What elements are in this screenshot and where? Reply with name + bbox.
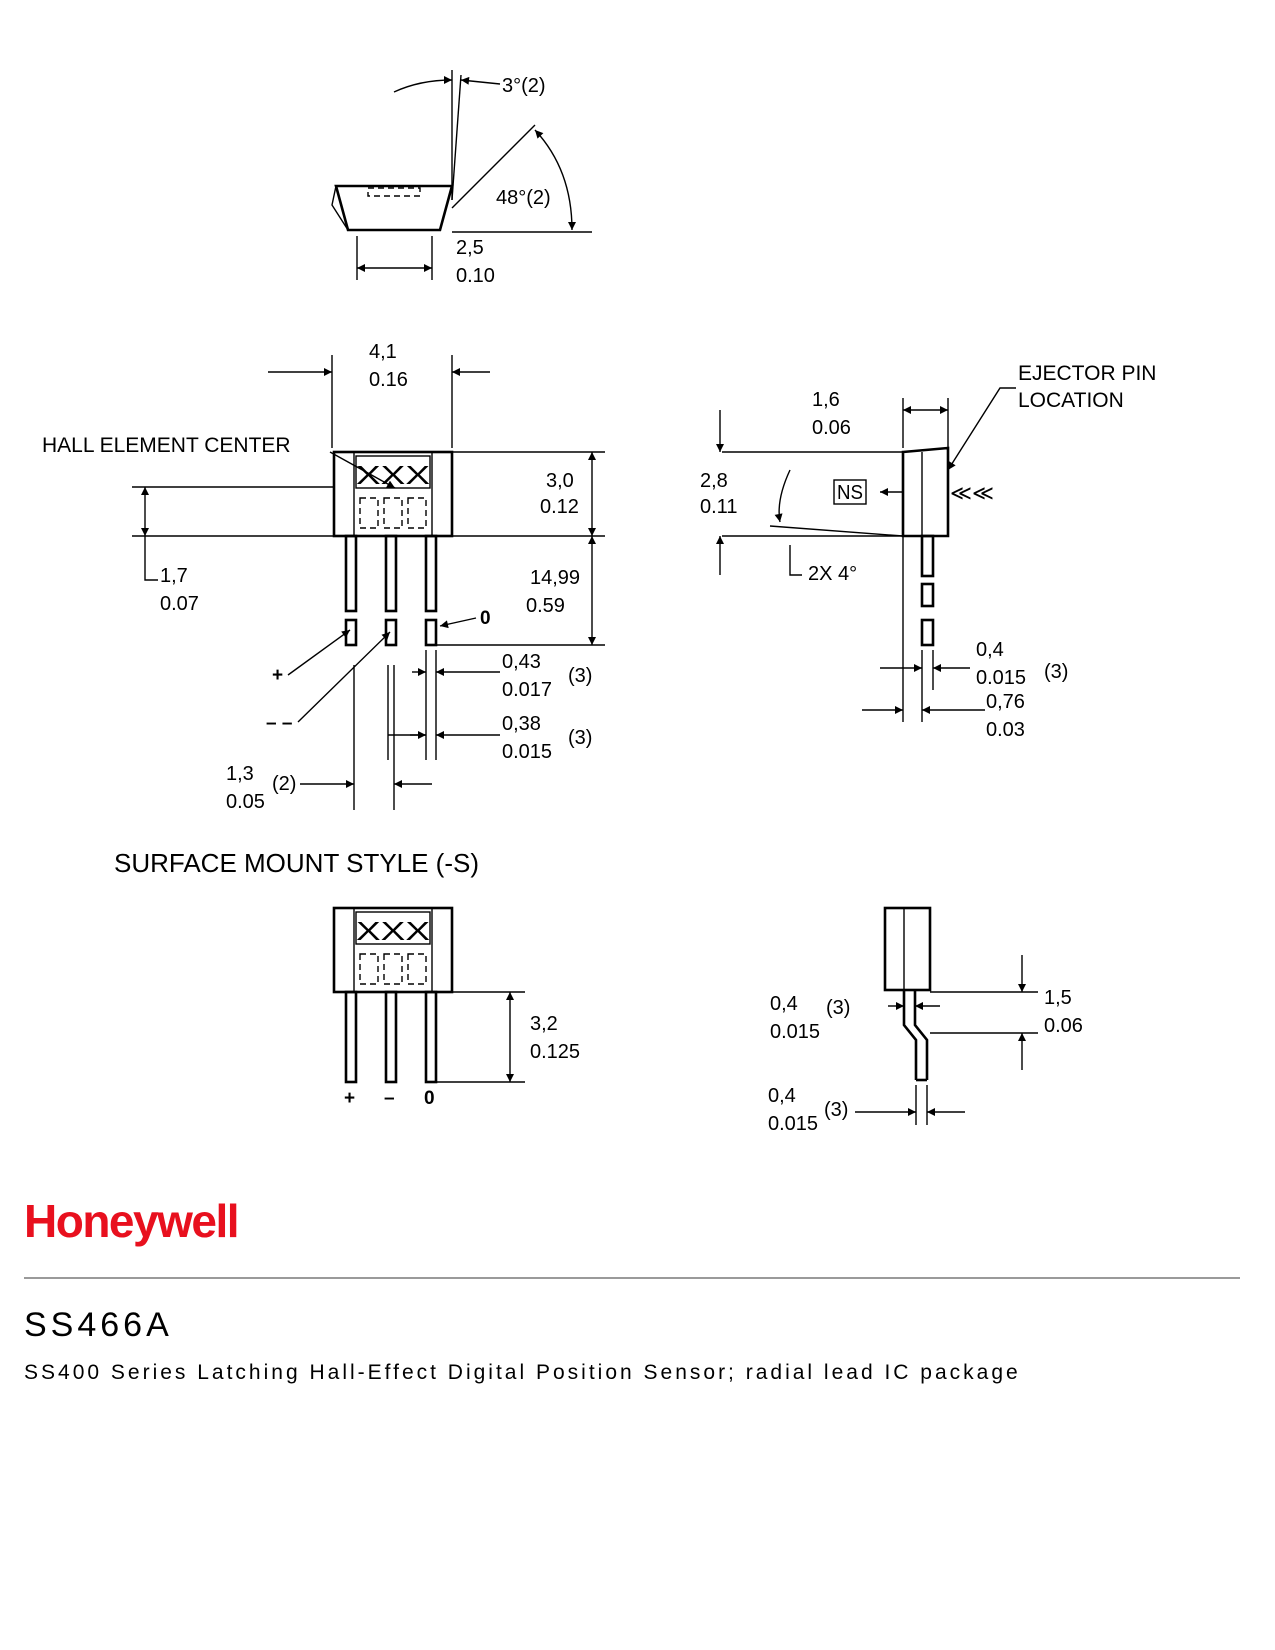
lead-thickness-in: 0.015 xyxy=(502,741,552,763)
side-height-in: 0.11 xyxy=(700,496,737,518)
smt-lead-mm: 3,2 xyxy=(530,1013,558,1035)
side-angle-note: 2X 4° xyxy=(808,563,857,585)
side-thickness-in: 0.06 xyxy=(812,417,851,439)
side-lead-in: 0.015 xyxy=(976,667,1026,689)
lead-length-mm: 14,99 xyxy=(530,567,580,589)
part-number: SS466A xyxy=(24,1306,173,1344)
smt-lead-in: 0.125 xyxy=(530,1041,580,1063)
hall-offset-in: 0.07 xyxy=(160,593,199,615)
side-view-body xyxy=(901,446,950,538)
hall-element-mark xyxy=(367,187,421,197)
pin-output-label: 0 xyxy=(480,608,491,629)
angle-3-label: 3°(2) xyxy=(502,75,546,97)
smt-lead1-mm: 0,4 xyxy=(770,993,798,1015)
smt-bend-in: 0.06 xyxy=(1044,1015,1083,1037)
front-marking-top: XXX xyxy=(356,460,430,490)
body-height-mm: 3,0 xyxy=(546,470,574,492)
side-offset-in: 0.03 xyxy=(986,719,1025,741)
side-height-mm: 2,8 xyxy=(700,470,728,492)
front-width-mm: 4,1 xyxy=(369,341,397,363)
lead-width-mm: 0,43 xyxy=(502,651,541,673)
smt-lead2-mm: 0,4 xyxy=(768,1085,796,1107)
side-offset-mm: 0,76 xyxy=(986,691,1025,713)
smt-lead1-note: (3) xyxy=(826,997,850,1019)
ejector-pin-label-1: EJECTOR PIN xyxy=(1018,362,1156,385)
smt-pin-minus: – xyxy=(384,1088,395,1109)
pitch-mm: 1,3 xyxy=(226,763,254,785)
angle-48-label: 48°(2) xyxy=(496,187,551,209)
smt-pin-output: 0 xyxy=(424,1088,435,1109)
smt-bend-mm: 1,5 xyxy=(1044,987,1072,1009)
pitch-note: (2) xyxy=(272,773,296,795)
side-lead-note: (3) xyxy=(1044,661,1068,683)
smt-lead1-in: 0.015 xyxy=(770,1021,820,1043)
smt-front-view: XXX 3,2 0.125 + – 0 xyxy=(332,906,580,1109)
lead-length-in: 0.59 xyxy=(526,595,565,617)
package-dimension-drawing: 3°(2) 48°(2) 2,5 0.10 4,1 0.16 XXX HALL … xyxy=(42,70,1156,1135)
front-width-in: 0.16 xyxy=(369,369,408,391)
ns-marking: NS xyxy=(837,482,863,504)
side-lead-mm: 0,4 xyxy=(976,639,1004,661)
side-view: EJECTOR PIN LOCATION 1,6 0.06 2,8 0.11 N… xyxy=(700,362,1156,741)
front-view: 4,1 0.16 XXX HALL ELEMENT CENTER 1,7 0.0… xyxy=(42,341,605,813)
header-rule xyxy=(24,1277,1240,1279)
product-description: SS400 Series Latching Hall-Effect Digita… xyxy=(24,1361,1021,1384)
hall-offset-mm: 1,7 xyxy=(160,565,188,587)
smt-marking-top: XXX xyxy=(356,916,430,946)
smt-side-view: 1,5 0.06 0,4 0.015 (3) 0,4 0.015 (3) xyxy=(768,906,1083,1135)
top-width-in: 0.10 xyxy=(456,265,495,287)
pin-minus-label: – – xyxy=(266,713,292,734)
pitch-in: 0.05 xyxy=(226,791,265,813)
top-view-body xyxy=(334,184,454,232)
top-view: 3°(2) 48°(2) 2,5 0.10 xyxy=(331,70,592,287)
smt-lead2-note: (3) xyxy=(824,1099,848,1121)
ejector-pin-label-2: LOCATION xyxy=(1018,389,1124,412)
surface-mount-title: SURFACE MOUNT STYLE (-S) xyxy=(114,848,479,878)
pin-plus-label: + xyxy=(272,665,283,686)
hall-element-center-label: HALL ELEMENT CENTER xyxy=(42,434,291,457)
top-width-mm: 2,5 xyxy=(456,237,484,259)
lead-width-in: 0.017 xyxy=(502,679,552,701)
ejector-direction-glyph: ≪≪ xyxy=(950,482,994,505)
lead-width-note: (3) xyxy=(568,665,592,687)
body-height-in: 0.12 xyxy=(540,496,579,518)
smt-side-body xyxy=(883,906,932,992)
smt-lead2-in: 0.015 xyxy=(768,1113,818,1135)
lead-thickness-note: (3) xyxy=(568,727,592,749)
side-thickness-mm: 1,6 xyxy=(812,389,840,411)
honeywell-logo: Honeywell xyxy=(24,1195,240,1247)
smt-pin-plus: + xyxy=(344,1088,355,1109)
lead-thickness-mm: 0,38 xyxy=(502,713,541,735)
